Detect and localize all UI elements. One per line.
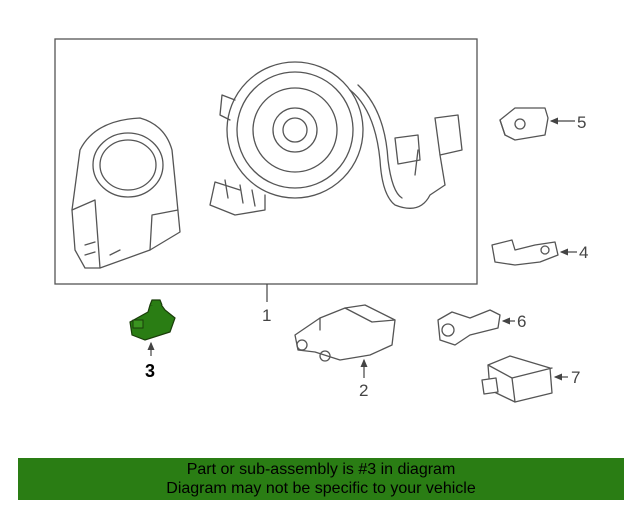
callout-7: 7 bbox=[571, 368, 580, 387]
part-4-illustration bbox=[491, 239, 577, 266]
footer-line-1: Part or sub-assembly is #3 in diagram bbox=[186, 461, 456, 478]
part-7-illustration bbox=[481, 355, 568, 403]
callout-3[interactable]: 3 bbox=[145, 361, 155, 381]
callout-6: 6 bbox=[517, 312, 526, 331]
callout-1: 1 bbox=[262, 306, 271, 325]
callout-5: 5 bbox=[577, 113, 586, 132]
part-5-illustration bbox=[499, 107, 575, 141]
part-2-illustration bbox=[294, 304, 396, 378]
part-3-illustration-highlighted[interactable] bbox=[129, 299, 176, 356]
clock-spring-illustration bbox=[209, 61, 463, 216]
callout-4: 4 bbox=[579, 243, 588, 262]
steering-angle-sensor-illustration bbox=[71, 117, 181, 269]
footer-line-2: Diagram may not be specific to your vehi… bbox=[166, 480, 476, 497]
callout-2: 2 bbox=[359, 381, 368, 400]
footer-banner: Part or sub-assembly is #3 in diagram Di… bbox=[18, 458, 624, 500]
part-6-illustration bbox=[437, 309, 515, 346]
